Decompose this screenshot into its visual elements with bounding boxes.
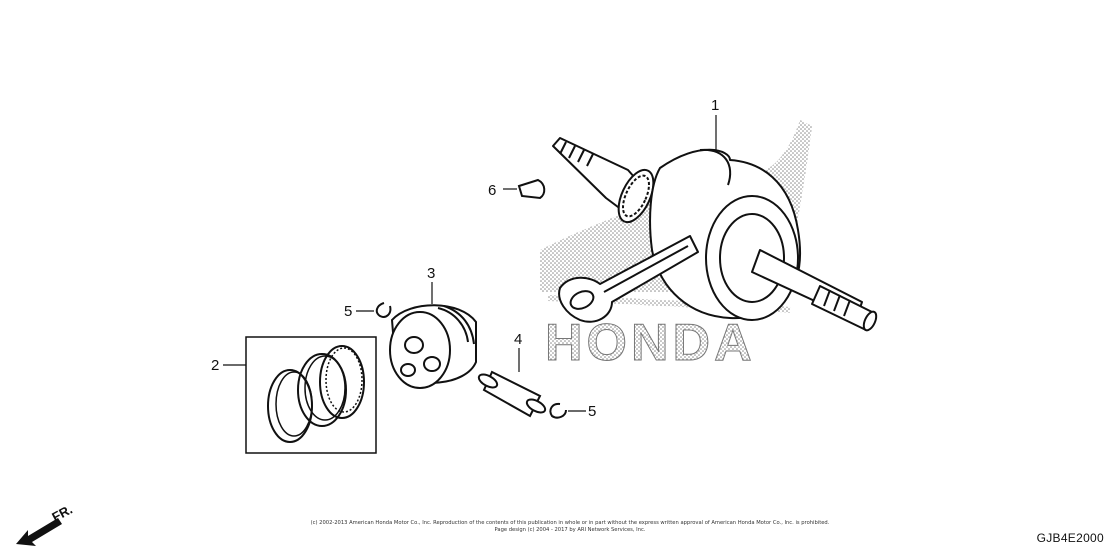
woodruff-key bbox=[517, 178, 546, 200]
copyright-line-2: Page design (c) 2004 - 2017 by ARI Netwo… bbox=[494, 527, 646, 533]
figure-code: GJB4E2000 bbox=[1036, 531, 1104, 545]
callout-5-left[interactable]: 5 bbox=[344, 303, 352, 320]
pin-clip-left bbox=[375, 302, 392, 318]
pin-clip-right bbox=[549, 402, 567, 419]
crankshaft bbox=[552, 137, 878, 332]
callout-6[interactable]: 6 bbox=[488, 182, 496, 199]
callout-3[interactable]: 3 bbox=[427, 265, 435, 282]
piston bbox=[389, 304, 477, 389]
callout-1[interactable]: 1 bbox=[711, 97, 719, 114]
callout-4[interactable]: 4 bbox=[514, 331, 522, 348]
callout-2[interactable]: 2 bbox=[211, 357, 219, 374]
copyright-line-1: (c) 2002-2013 American Honda Motor Co., … bbox=[310, 520, 830, 526]
honda-watermark: HONDA bbox=[545, 314, 756, 372]
piston-ring-set bbox=[245, 336, 377, 454]
leader-lines bbox=[223, 115, 717, 412]
piston-pin bbox=[477, 370, 547, 418]
copyright-notice: (c) 2002-2013 American Honda Motor Co., … bbox=[220, 520, 920, 534]
callout-5-right[interactable]: 5 bbox=[588, 403, 596, 420]
front-direction-arrow-icon: FR. bbox=[16, 502, 75, 546]
